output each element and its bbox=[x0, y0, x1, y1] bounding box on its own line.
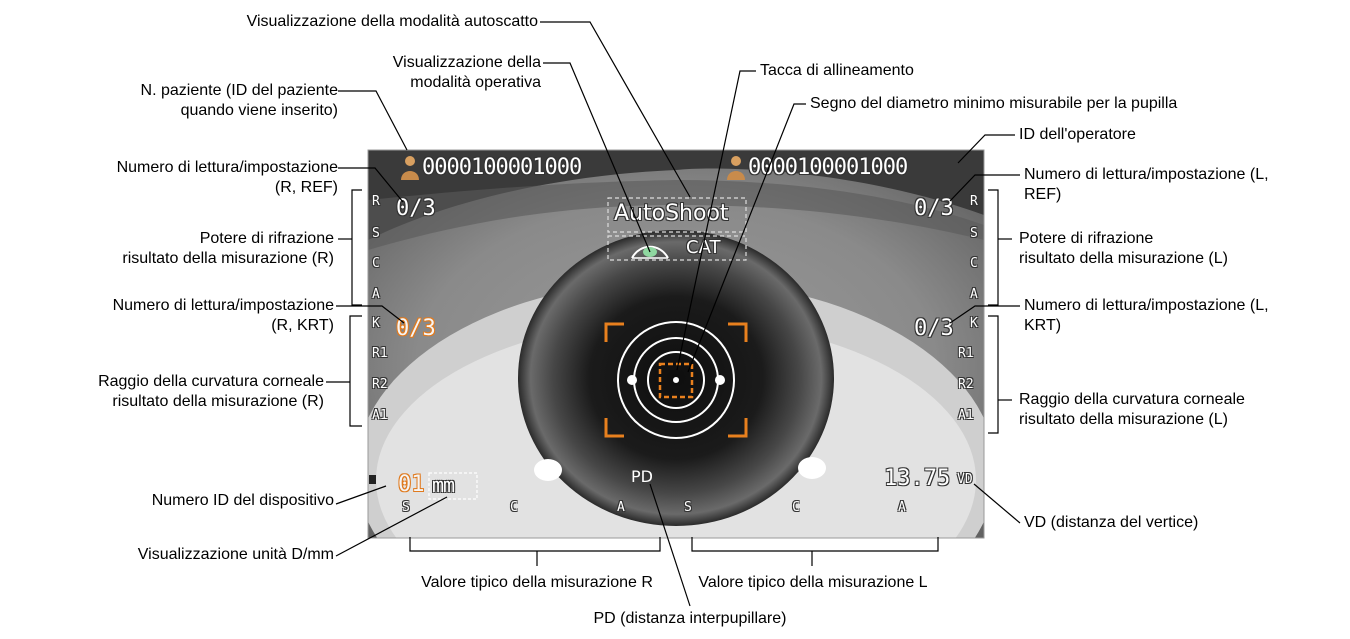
callout-operative-mode: Visualizzazione della modalità operativa bbox=[393, 53, 541, 93]
bottom-letter-r-a: A bbox=[617, 500, 625, 515]
vd-value: 13.75 bbox=[884, 466, 950, 491]
callout-refraction-l: Potere di rifrazione risultato della mis… bbox=[1019, 229, 1228, 269]
letter: K bbox=[372, 316, 380, 331]
callout-min-pupil: Segno del diametro minimo misurabile per… bbox=[810, 94, 1177, 114]
bottom-letter-r-c: C bbox=[510, 500, 518, 515]
letter: R1 bbox=[372, 346, 388, 361]
bottom-letter-l-c: C bbox=[792, 500, 800, 515]
callout-alignment-mark: Tacca di allineamento bbox=[760, 61, 914, 81]
letter: A bbox=[970, 287, 978, 302]
letter: C bbox=[970, 256, 978, 271]
callout-pd: PD (distanza interpupillare) bbox=[560, 609, 820, 629]
letter: A bbox=[372, 287, 380, 302]
callout-patient-no: N. paziente (ID del paziente quando vien… bbox=[141, 81, 338, 121]
read-count-ref-l: 0/3 bbox=[914, 196, 954, 221]
read-count-ref-r: 0/3 bbox=[396, 196, 436, 221]
callout-curvature-r: Raggio della curvatura corneale risultat… bbox=[98, 372, 324, 412]
unit-label: mm bbox=[432, 473, 454, 497]
letter: R1 bbox=[958, 346, 974, 361]
bottom-letter-r-s: S bbox=[402, 500, 410, 515]
callout-read-krt-r: Numero di lettura/impostazione (R, KRT) bbox=[113, 296, 334, 336]
callout-autoshoot-mode: Visualizzazione della modalità autoscatt… bbox=[247, 12, 538, 32]
letter: C bbox=[372, 256, 380, 271]
callout-device-id: Numero ID del dispositivo bbox=[152, 491, 334, 511]
vd-label: VD bbox=[957, 472, 973, 487]
autoshoot-label: AutoShoot bbox=[614, 201, 729, 226]
letter: R bbox=[970, 194, 978, 209]
letter: S bbox=[970, 226, 978, 241]
read-count-krt-r: 0/3 bbox=[396, 316, 436, 341]
callout-read-krt-l: Numero di lettura/impostazione (L, KRT) bbox=[1024, 296, 1269, 336]
callout-refraction-r: Potere di rifrazione risultato della mis… bbox=[122, 229, 334, 269]
callout-typical-r: Valore tipico della misurazione R bbox=[412, 573, 662, 593]
device-id: 01 bbox=[398, 472, 425, 497]
letter: A1 bbox=[372, 408, 388, 423]
letter: R2 bbox=[958, 377, 974, 392]
bottom-letter-l-a: A bbox=[898, 500, 906, 515]
callout-vd: VD (distanza del vertice) bbox=[1024, 513, 1198, 533]
bottom-letter-l-s: S bbox=[684, 500, 692, 515]
pd-label: PD bbox=[631, 467, 653, 486]
mode-label: CAT bbox=[686, 237, 720, 258]
callout-unit-display: Visualizzazione unità D/mm bbox=[138, 545, 334, 565]
callout-operator-id: ID dell'operatore bbox=[1019, 125, 1136, 145]
callout-curvature-l: Raggio della curvatura corneale risultat… bbox=[1019, 390, 1245, 430]
letter: R bbox=[372, 194, 380, 209]
operator-id: 0000100001000 bbox=[748, 155, 907, 180]
callout-read-ref-l: Numero di lettura/impostazione (L, REF) bbox=[1024, 165, 1269, 205]
callout-typical-l: Valore tipico della misurazione L bbox=[688, 573, 938, 593]
letter: R2 bbox=[372, 377, 388, 392]
letter: K bbox=[970, 316, 978, 331]
patient-id: 0000100001000 bbox=[422, 155, 581, 180]
read-count-krt-l: 0/3 bbox=[914, 316, 954, 341]
callout-read-ref-r: Numero di lettura/impostazione (R, REF) bbox=[117, 158, 338, 198]
letter: A1 bbox=[958, 408, 974, 423]
letter: S bbox=[372, 226, 380, 241]
